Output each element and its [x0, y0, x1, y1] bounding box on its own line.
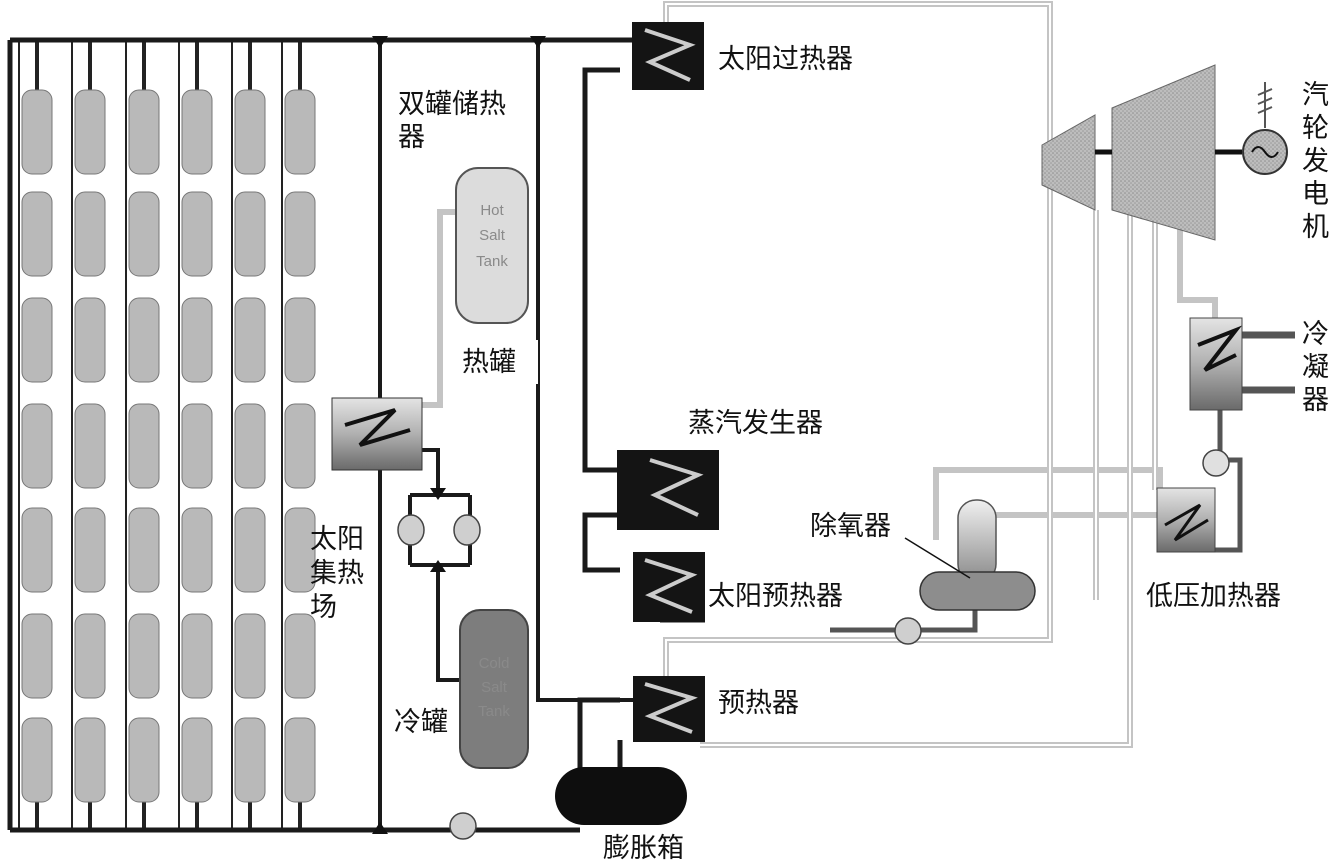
solar-collector: [128, 403, 160, 489]
solar-collector: [128, 507, 160, 593]
label-deaerator: 除氧器: [810, 511, 891, 542]
cold-tank-line2: Salt: [481, 679, 508, 696]
preheater: [633, 676, 705, 742]
solar-collector: [21, 613, 53, 699]
solar-collector: [128, 613, 160, 699]
hot-tank-line2: Salt: [479, 227, 506, 244]
label-turbine-generator-2: 轮: [1302, 113, 1329, 144]
label-low-pressure-heater: 低压加热器: [1146, 581, 1281, 612]
solar-collector: [74, 403, 106, 489]
condenser: [1189, 317, 1243, 411]
hot-tank-label-bg: [456, 340, 538, 384]
label-hot-tank: 热罐: [462, 347, 516, 378]
solar-collector: [181, 191, 213, 277]
label-expansion-tank: 膨胀箱: [603, 833, 684, 863]
steam-turbine: [1041, 64, 1242, 241]
solar-collector: [284, 507, 316, 593]
solar-collector: [21, 507, 53, 593]
solar-collector: [21, 191, 53, 277]
solar-collector: [284, 717, 316, 803]
pumps: [397, 449, 1230, 840]
solar-collector: [234, 191, 266, 277]
deaerator: [904, 499, 1036, 611]
solar-collector: [181, 613, 213, 699]
cold-salt-tank: Cold Salt Tank: [459, 609, 529, 769]
solar-collector: [74, 717, 106, 803]
solar-collector: [74, 613, 106, 699]
solar-collector: [234, 507, 266, 593]
solar-collector: [234, 613, 266, 699]
expansion-tank: [555, 767, 687, 825]
solar-collector: [74, 297, 106, 383]
cooling-water-pipes: [1240, 331, 1295, 394]
label-two-tank-storage-2: 器: [398, 122, 425, 153]
solar-collector: [21, 89, 53, 175]
label-solar-preheater: 太阳预热器: [708, 581, 843, 612]
solar-collector: [128, 191, 160, 277]
solar-collector: [284, 297, 316, 383]
storage-valves: [372, 36, 546, 834]
solar-collector: [128, 89, 160, 175]
solar-preheater: [633, 552, 705, 622]
solar-collector: [284, 613, 316, 699]
cold-tank-line1: Cold: [479, 655, 510, 672]
label-two-tank-storage-1: 双罐储热: [398, 89, 506, 120]
solar-collector: [74, 191, 106, 277]
steam-generator: [617, 450, 719, 530]
solar-collector: [181, 507, 213, 593]
solar-superheater: [632, 22, 704, 90]
label-turbine-generator-5: 机: [1302, 212, 1329, 243]
label-solar-field-2: 集热: [310, 558, 364, 589]
label-solar-superheater: 太阳过热器: [718, 44, 853, 75]
label-steam-generator: 蒸汽发生器: [688, 408, 823, 439]
solar-collector: [128, 717, 160, 803]
hot-tank-line3: Tank: [476, 253, 508, 270]
solar-collector: [181, 717, 213, 803]
hot-salt-tank: Hot Salt Tank: [455, 167, 529, 324]
steam-water-pipe-inner: [665, 3, 1156, 746]
label-turbine-generator-1: 汽: [1302, 80, 1329, 111]
solar-collector: [21, 717, 53, 803]
label-condenser-1: 冷: [1302, 319, 1329, 350]
generator: [1242, 82, 1288, 175]
solar-collector: [284, 89, 316, 175]
solar-collector: [181, 297, 213, 383]
solar-collector: [181, 89, 213, 175]
solar-collector: [74, 89, 106, 175]
label-solar-field-3: 场: [310, 592, 337, 623]
label-preheater: 预热器: [718, 688, 799, 719]
solar-collector: [234, 717, 266, 803]
label-cold-tank: 冷罐: [394, 707, 448, 738]
solar-collector: [234, 89, 266, 175]
solar-collector: [74, 507, 106, 593]
cold-tank-line3: Tank: [478, 703, 510, 720]
solar-collector: [234, 403, 266, 489]
solar-collector: [128, 297, 160, 383]
label-turbine-generator-4: 电: [1302, 179, 1329, 210]
solar-collector: [21, 297, 53, 383]
label-condenser-2: 凝: [1302, 352, 1329, 383]
solar-collector: [284, 191, 316, 277]
solar-collector: [284, 403, 316, 489]
solar-collector: [21, 403, 53, 489]
label-turbine-generator-3: 发: [1302, 146, 1329, 177]
label-solar-field-1: 太阳: [310, 524, 364, 555]
low-pressure-heater: [1156, 487, 1216, 553]
storage-heat-exchanger: [331, 397, 423, 471]
hot-tank-line1: Hot: [480, 202, 504, 219]
solar-collector: [181, 403, 213, 489]
solar-collector-field: [18, 40, 316, 830]
label-condenser-3: 器: [1302, 385, 1329, 416]
solar-collector: [234, 297, 266, 383]
